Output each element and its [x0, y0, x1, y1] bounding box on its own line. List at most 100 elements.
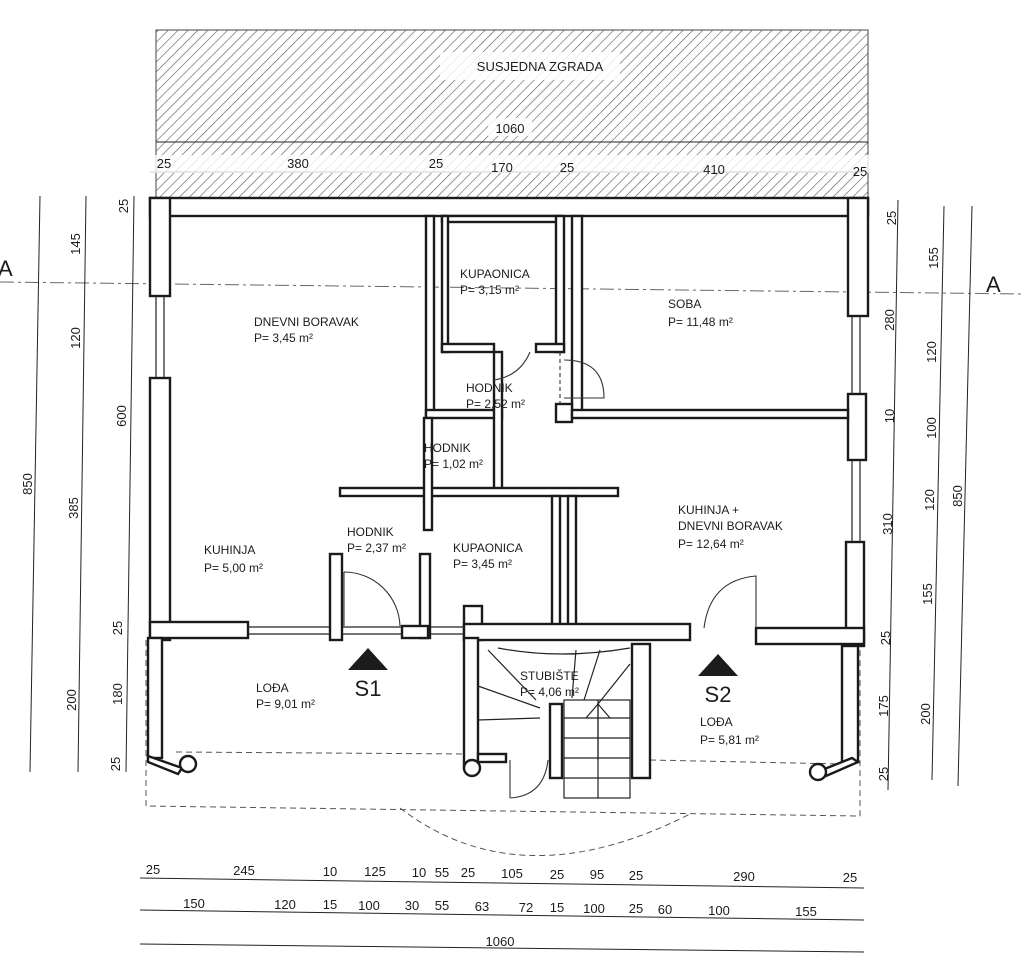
bottom-row2-dim-10: 100 — [583, 901, 605, 916]
top-dim-3: 25 — [429, 156, 443, 171]
bottom-row2-dim-5: 30 — [405, 898, 419, 913]
bottom-row2-dim-2: 120 — [274, 897, 296, 912]
room-stubiste-name: STUBIŠTE — [520, 668, 579, 683]
left-outer-dim-4: 200 — [64, 689, 79, 711]
room-hodnik-3-name: HODNIK — [347, 525, 394, 539]
bottom-row1-dim-5: 10 — [412, 865, 426, 880]
left-inner-dim-4: 180 — [110, 683, 125, 705]
room-hodnik-1-name: HODNIK — [466, 381, 513, 395]
right-inner-dim-4: 310 — [880, 513, 895, 535]
bottom-row1-dim-13: 25 — [843, 870, 857, 885]
room-kuhinja-name: KUHINJA — [204, 543, 255, 557]
right-outer-dim-1: 155 — [926, 247, 941, 269]
windows — [155, 296, 861, 635]
bottom-row2-dim-9: 15 — [550, 900, 564, 915]
bottom-row2-dim-1: 150 — [183, 896, 205, 911]
room-kupaonica-mid-area: P= 3,45 m² — [453, 557, 512, 571]
section-mark-left: A — [0, 256, 13, 281]
room-kuhinja-dnevni-name-2: DNEVNI BORAVAK — [678, 519, 783, 533]
top-dim-1: 25 — [157, 156, 171, 171]
right-inner-dim-7: 25 — [876, 767, 891, 781]
top-dim-5: 25 — [560, 160, 574, 175]
bottom-row2-dim-3: 15 — [323, 897, 337, 912]
right-inner-dim-2: 280 — [882, 309, 897, 331]
columns — [146, 752, 861, 782]
left-inner-dim-5: 25 — [108, 757, 123, 771]
bottom-row1-dim-3: 10 — [323, 864, 337, 879]
entrance-s2-label: S2 — [705, 682, 732, 707]
room-kuhinja-area: P= 5,00 m² — [204, 561, 263, 575]
left-total-dim: 850 — [20, 473, 35, 495]
entrance-s2-triangle — [698, 654, 738, 676]
room-kuhinja-dnevni-name-1: KUHINJA + — [678, 503, 739, 517]
right-outer-dim-3: 100 — [924, 417, 939, 439]
top-dim-4: 170 — [491, 160, 513, 175]
right-outer-dim-6: 200 — [918, 703, 933, 725]
right-inner-dim-1: 25 — [884, 211, 899, 225]
left-outer-dim-3: 385 — [66, 497, 81, 519]
room-kupaonica-mid-name: KUPAONICA — [453, 541, 523, 555]
room-hodnik-2-area: P= 1,02 m² — [424, 457, 483, 471]
room-kupaonica-top-name: KUPAONICA — [460, 267, 530, 281]
bottom-row1-dim-8: 105 — [501, 866, 523, 881]
room-soba-area: P= 11,48 m² — [668, 315, 733, 329]
doors — [343, 351, 757, 799]
bottom-row2-dim-6: 55 — [435, 898, 449, 913]
left-outer-dim-1: 145 — [68, 233, 83, 255]
top-dim-6: 410 — [703, 162, 725, 177]
balcony-outline — [145, 640, 861, 817]
right-inner-dim-6: 175 — [876, 695, 891, 717]
room-stubiste-area: P= 4,06 m² — [520, 685, 579, 699]
bottom-row1-dim-1: 25 — [146, 862, 160, 877]
neighbor-label-bg — [440, 52, 620, 80]
bottom-row2-dim-12: 60 — [658, 902, 672, 917]
room-loda-right-area: P= 5,81 m² — [700, 733, 759, 747]
bottom-row2-dim-7: 63 — [475, 899, 489, 914]
bottom-row1-dim-9: 25 — [550, 867, 564, 882]
right-inner-dim-3: 10 — [882, 409, 897, 423]
right-inner-dim-5: 25 — [878, 631, 893, 645]
right-total-dim: 850 — [950, 485, 965, 507]
entrance-s1-label: S1 — [355, 676, 382, 701]
staircase — [477, 647, 631, 799]
entrance-s1-triangle — [348, 648, 388, 670]
right-outer-dim-5: 155 — [920, 583, 935, 605]
top-dim-2: 380 — [287, 156, 309, 171]
bottom-row2-dim-8: 72 — [519, 900, 533, 915]
top-dim-labels: 25 380 25 170 25 410 25 — [150, 155, 870, 179]
right-dimensions: 25 280 10 310 25 175 25 155 120 100 120 … — [876, 199, 973, 791]
loggia-right-edge — [649, 759, 843, 765]
loggia-left-edge — [175, 751, 471, 755]
bottom-row1-dim-12: 290 — [733, 869, 755, 884]
room-dnevni-boravak-area: P= 3,45 m² — [254, 331, 313, 345]
bottom-row1-dim-10: 95 — [590, 867, 604, 882]
room-kuhinja-dnevni-area: P= 12,64 m² — [678, 537, 744, 551]
room-soba-name: SOBA — [668, 297, 701, 311]
room-hodnik-1-area: P= 2,52 m² — [466, 397, 525, 411]
room-dnevni-boravak-name: DNEVNI BORAVAK — [254, 315, 359, 329]
bottom-row2-dim-14: 155 — [795, 904, 817, 919]
bottom-row2-dim-13: 100 — [708, 903, 730, 918]
room-labels: DNEVNI BORAVAK P= 3,45 m² KUPAONICA P= 3… — [204, 267, 783, 747]
right-outer-dim-2: 120 — [924, 341, 939, 363]
right-outer-dim-4: 120 — [922, 489, 937, 511]
walls — [146, 196, 870, 780]
bottom-row2-dim-11: 25 — [629, 901, 643, 916]
bottom-row2-dim-4: 100 — [358, 898, 380, 913]
bottom-row1-dim-4: 125 — [364, 864, 386, 879]
left-outer-dim-2: 120 — [68, 327, 83, 349]
room-loda-right-name: LOĐA — [700, 715, 733, 729]
room-hodnik-2-name: HODNIK — [424, 441, 471, 455]
left-inner-dim-1: 25 — [116, 199, 131, 213]
room-loda-left-area: P= 9,01 m² — [256, 697, 315, 711]
section-mark-right: A — [986, 272, 1001, 297]
room-kupaonica-top-area: P= 3,15 m² — [460, 283, 519, 297]
bottom-row1-dim-6: 55 — [435, 865, 449, 880]
left-dimensions: 850 145 120 385 200 25 600 25 180 25 — [20, 195, 135, 773]
dim-bg — [488, 118, 532, 136]
bottom-total-dim: 1060 — [486, 934, 515, 949]
room-loda-left-name: LOĐA — [256, 681, 289, 695]
top-dim-7: 25 — [853, 164, 867, 179]
bottom-row1-dim-11: 25 — [629, 868, 643, 883]
